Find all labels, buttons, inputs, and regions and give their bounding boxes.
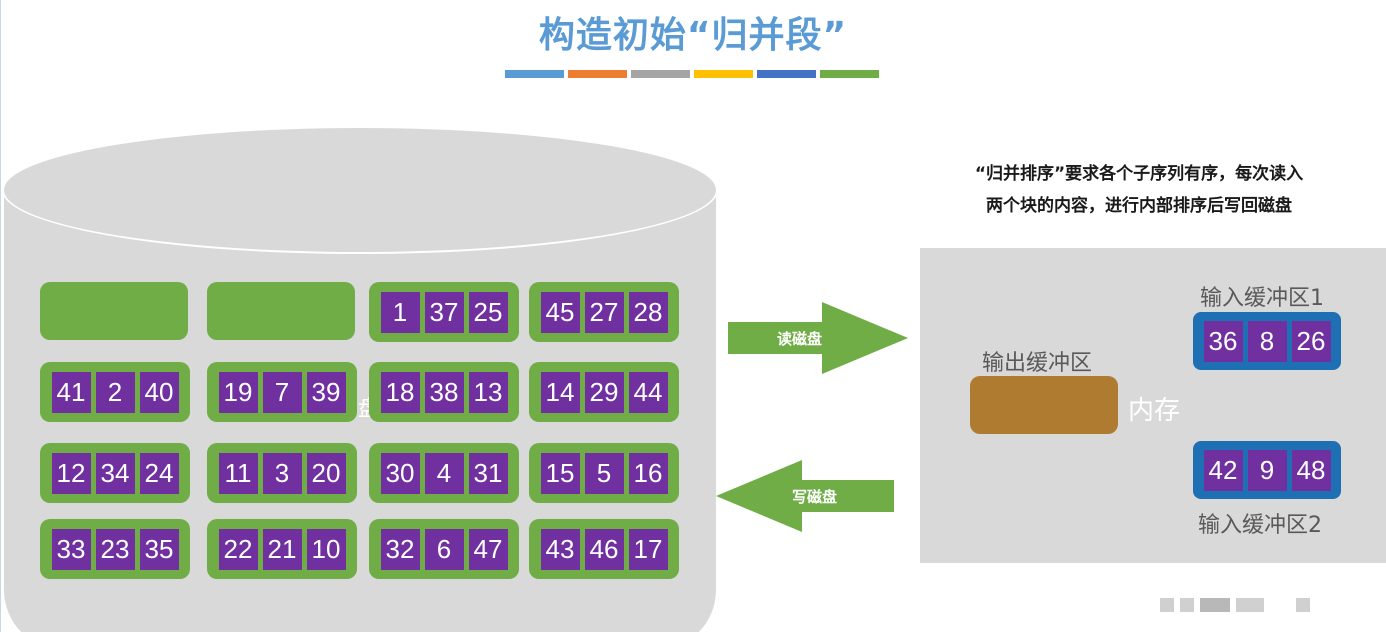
buffer-cell: 26 — [1291, 320, 1331, 362]
title-bar-segment — [757, 70, 816, 78]
buffer-cell: 9 — [1247, 449, 1287, 491]
buffer-cell: 42 — [1203, 449, 1243, 491]
block-cell: 31 — [468, 452, 508, 494]
buffer-cell: 8 — [1247, 320, 1287, 362]
output-buffer-label: 输出缓冲区 — [982, 351, 1093, 376]
title-bar-segment — [820, 70, 879, 78]
memory-label: 内存 — [1128, 396, 1181, 426]
block-cell: 44 — [628, 371, 668, 413]
block-cell: 29 — [584, 371, 624, 413]
description-line-2: 两个块的内容，进行内部排序后写回磁盘 — [986, 196, 1292, 216]
input-buffer-2: 42 9 48 — [1193, 441, 1341, 499]
read-disk-arrow — [728, 302, 908, 374]
block-cell: 25 — [468, 291, 508, 333]
buffer-cell: 48 — [1291, 449, 1331, 491]
title-bar-segment — [631, 70, 690, 78]
block-cell: 3 — [262, 452, 302, 494]
title-bar-segment — [694, 70, 753, 78]
input-buffer-2-label: 输入缓冲区2 — [1198, 513, 1322, 538]
block-cell: 33 — [51, 528, 91, 570]
title-underline-bar — [505, 70, 879, 78]
block-cell: 17 — [628, 528, 668, 570]
input-buffer-1: 36 8 26 — [1193, 312, 1341, 370]
block-cell: 39 — [306, 371, 346, 413]
block-cell: 35 — [139, 528, 179, 570]
block-cell: 19 — [218, 371, 258, 413]
block-cell: 43 — [540, 528, 580, 570]
description-line-1: “归并排序”要求各个子序列有序，每次读入 — [974, 164, 1304, 184]
block-cell: 18 — [380, 371, 420, 413]
block-cell: 37 — [424, 291, 464, 333]
block-cell: 23 — [95, 528, 135, 570]
block-cell: 38 — [424, 371, 464, 413]
block-cell: 32 — [380, 528, 420, 570]
block-cell: 4 — [424, 452, 464, 494]
block-cell: 10 — [306, 528, 346, 570]
disk-block-empty — [207, 282, 355, 340]
disk-label-partial: 盘 — [358, 397, 370, 422]
block-cell: 40 — [139, 371, 179, 413]
title-bar-segment — [568, 70, 627, 78]
block-cell: 46 — [584, 528, 624, 570]
write-disk-label: 写磁盘 — [792, 488, 838, 506]
description: “归并排序”要求各个子序列有序，每次读入 两个块的内容，进行内部排序后写回磁盘 — [924, 158, 1354, 222]
slide-title: 构造初始“归并段” — [538, 15, 848, 56]
block-cell: 12 — [51, 452, 91, 494]
disk-block-empty — [40, 282, 188, 340]
output-buffer — [970, 376, 1118, 434]
slide-left-edge — [0, 0, 1, 632]
block-cell: 30 — [380, 452, 420, 494]
block-cell: 24 — [139, 452, 179, 494]
block-cell: 5 — [584, 452, 624, 494]
block-cell: 28 — [628, 291, 668, 333]
block-cell: 16 — [628, 452, 668, 494]
block-cell: 1 — [380, 291, 420, 333]
block-cell: 11 — [218, 452, 258, 494]
block-cell: 21 — [262, 528, 302, 570]
block-cell: 47 — [468, 528, 508, 570]
block-cell: 15 — [540, 452, 580, 494]
block-cell: 45 — [540, 291, 580, 333]
write-disk-arrow — [716, 460, 894, 532]
block-cell: 2 — [95, 371, 135, 413]
block-cell: 6 — [424, 528, 464, 570]
block-cell: 41 — [51, 371, 91, 413]
block-cell: 27 — [584, 291, 624, 333]
title-bar-segment — [505, 70, 564, 78]
block-cell: 20 — [306, 452, 346, 494]
block-cell: 7 — [262, 371, 302, 413]
block-cell: 14 — [540, 371, 580, 413]
block-cell: 34 — [95, 452, 135, 494]
block-cell: 13 — [468, 371, 508, 413]
slide-thumbnail-strip — [1160, 598, 1310, 612]
block-cell: 22 — [218, 528, 258, 570]
buffer-cell: 36 — [1203, 320, 1243, 362]
input-buffer-1-label: 输入缓冲区1 — [1200, 286, 1324, 311]
read-disk-label: 读磁盘 — [777, 330, 823, 348]
disk-cylinder-top — [2, 126, 718, 254]
